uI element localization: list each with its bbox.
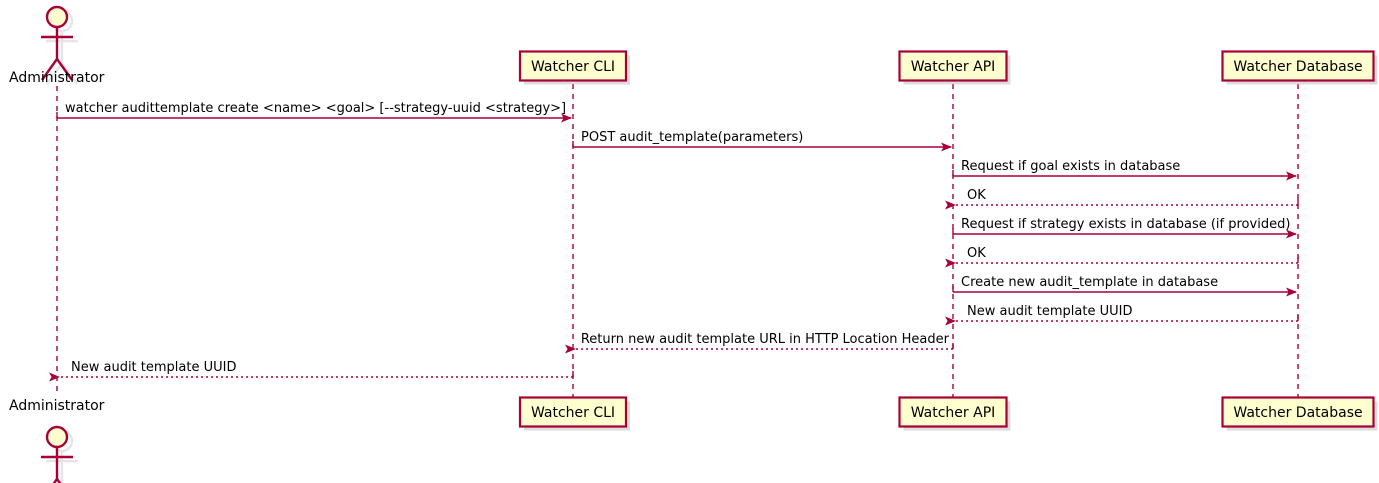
participant-box-db[interactable]: Watcher Database <box>1221 50 1378 85</box>
actor-label-admin: Administrator <box>9 398 105 414</box>
box-rect <box>898 396 1008 428</box>
participant-label-cli: Watcher CLI <box>531 59 615 75</box>
actor-head-icon <box>45 5 69 29</box>
participant-label-cli: Watcher CLI <box>531 405 615 421</box>
box-rect <box>518 50 628 82</box>
actor-head-icon <box>45 425 69 449</box>
participant-box-api[interactable]: Watcher API <box>898 396 1011 431</box>
participant-box-cli[interactable]: Watcher CLI <box>518 396 630 431</box>
participant-box-cli[interactable]: Watcher CLI <box>518 50 630 85</box>
message-7: Create new audit_template in database <box>952 275 1297 297</box>
participant-label-api: Watcher API <box>911 59 996 75</box>
participant-box-db[interactable]: Watcher Database <box>1221 396 1378 431</box>
message-label: POST audit_template(parameters) <box>581 130 803 145</box>
message-3: Request if goal exists in database <box>952 159 1297 181</box>
actor-admin[interactable]: Administrator <box>9 5 105 86</box>
messages-group: watcher audittemplate create <name> <goa… <box>49 101 1299 382</box>
message-10: New audit template UUID <box>49 360 574 382</box>
box-rect <box>518 396 628 428</box>
message-9: Return new audit template URL in HTTP Lo… <box>565 332 954 354</box>
message-label: OK <box>967 188 986 203</box>
message-4: OK <box>945 188 1299 210</box>
actor-body-icon <box>41 447 73 483</box>
message-label: watcher audittemplate create <name> <goa… <box>65 101 566 116</box>
actor-admin[interactable]: Administrator <box>9 398 105 483</box>
actor-label-admin: Administrator <box>9 70 105 86</box>
message-label: Create new audit_template in database <box>961 275 1218 290</box>
message-label: Return new audit template URL in HTTP Lo… <box>581 332 950 347</box>
participant-label-api: Watcher API <box>911 405 996 421</box>
participant-label-db: Watcher Database <box>1233 59 1362 75</box>
actor-body-icon <box>41 27 73 81</box>
message-8: New audit template UUID <box>945 304 1299 326</box>
message-label: Request if goal exists in database <box>961 159 1180 174</box>
participant-box-api[interactable]: Watcher API <box>898 50 1011 85</box>
message-1: watcher audittemplate create <name> <goa… <box>56 101 572 123</box>
box-rect <box>898 50 1008 82</box>
message-5: Request if strategy exists in database (… <box>952 217 1297 239</box>
participant-label-db: Watcher Database <box>1233 405 1362 421</box>
message-label: OK <box>967 246 986 261</box>
message-label: Request if strategy exists in database (… <box>961 217 1290 232</box>
message-label: New audit template UUID <box>967 304 1132 319</box>
message-label: New audit template UUID <box>71 360 236 375</box>
message-2: POST audit_template(parameters) <box>572 130 952 152</box>
box-rect <box>1221 50 1375 82</box>
box-rect <box>1221 396 1375 428</box>
message-6: OK <box>945 246 1299 268</box>
